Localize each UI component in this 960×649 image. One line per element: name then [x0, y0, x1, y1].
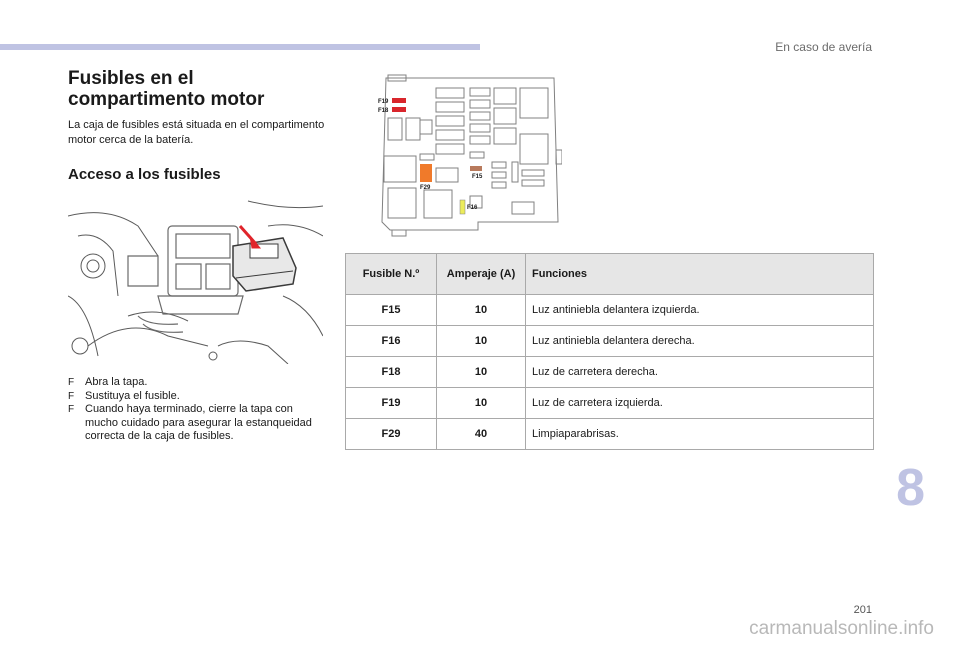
- table-row: F29 40 Limpiaparabrisas.: [345, 418, 874, 450]
- bullet-icon: F: [68, 404, 75, 415]
- header-fuse-number: Fusible N.º: [345, 253, 437, 295]
- table-row: F19 10 Luz de carretera izquierda.: [345, 387, 874, 419]
- fuse-label-f29: F29: [420, 185, 431, 191]
- function-cell: Luz de carretera derecha.: [525, 356, 874, 388]
- bullet-icon: F: [68, 377, 75, 388]
- table-row: F15 10 Luz antiniebla delantera izquierd…: [345, 294, 874, 326]
- amperage-cell: 10: [436, 325, 526, 357]
- step-item: F Sustituya el fusible.: [68, 390, 328, 404]
- fuse-label-f15: F15: [472, 174, 483, 180]
- step-text: Cuando haya terminado, cierre la tapa co…: [85, 403, 312, 442]
- step-item: F Cuando haya terminado, cierre la tapa c…: [68, 403, 328, 444]
- engine-compartment-illustration: [68, 196, 323, 364]
- watermark: carmanualsonline.info: [749, 618, 934, 639]
- bullet-icon: F: [68, 390, 75, 402]
- chapter-title: En caso de avería: [775, 40, 872, 54]
- function-cell: Luz de carretera izquierda.: [525, 387, 874, 419]
- page-number: 201: [853, 604, 872, 616]
- fuse-box-diagram: F19 F18 F15 F29 F16: [378, 74, 562, 237]
- fuse-number-cell: F16: [345, 325, 437, 357]
- page-title: Fusibles en el compartimento motor: [68, 68, 265, 110]
- fuse-label-f19: F19: [378, 99, 389, 105]
- fuse-label-f16: F16: [467, 205, 478, 211]
- fuse-number-cell: F29: [345, 418, 437, 450]
- fuse-number-cell: F15: [345, 294, 437, 326]
- amperage-cell: 10: [436, 387, 526, 419]
- table-row: F16 10 Luz antiniebla delantera derecha.: [345, 325, 874, 357]
- table-row: F18 10 Luz de carretera derecha.: [345, 356, 874, 388]
- fuse-number-cell: F18: [345, 356, 437, 388]
- amperage-cell: 40: [436, 418, 526, 450]
- amperage-cell: 10: [436, 294, 526, 326]
- fuse-number-cell: F19: [345, 387, 437, 419]
- function-cell: Luz antiniebla delantera derecha.: [525, 325, 874, 357]
- table-header-row: Fusible N.º Amperaje (A) Funciones: [345, 253, 874, 295]
- fuse-label-f18: F18: [378, 108, 389, 114]
- header-functions: Funciones: [525, 253, 874, 295]
- step-item: F Abra la tapa.: [68, 376, 328, 390]
- step-text: Abra la tapa.: [85, 376, 148, 388]
- amperage-cell: 10: [436, 356, 526, 388]
- function-cell: Luz antiniebla delantera izquierda.: [525, 294, 874, 326]
- intro-text: La caja de fusibles está situada en el c…: [68, 119, 325, 146]
- header-amperage: Amperaje (A): [436, 253, 526, 295]
- step-text: Sustituya el fusible.: [85, 389, 180, 402]
- header-accent-bar: [0, 44, 480, 50]
- fuse-table: Fusible N.º Amperaje (A) Funciones F15 1…: [345, 253, 874, 450]
- chapter-number: 8: [896, 459, 925, 517]
- section-subtitle: Acceso a los fusibles: [68, 166, 221, 183]
- function-cell: Limpiaparabrisas.: [525, 418, 874, 450]
